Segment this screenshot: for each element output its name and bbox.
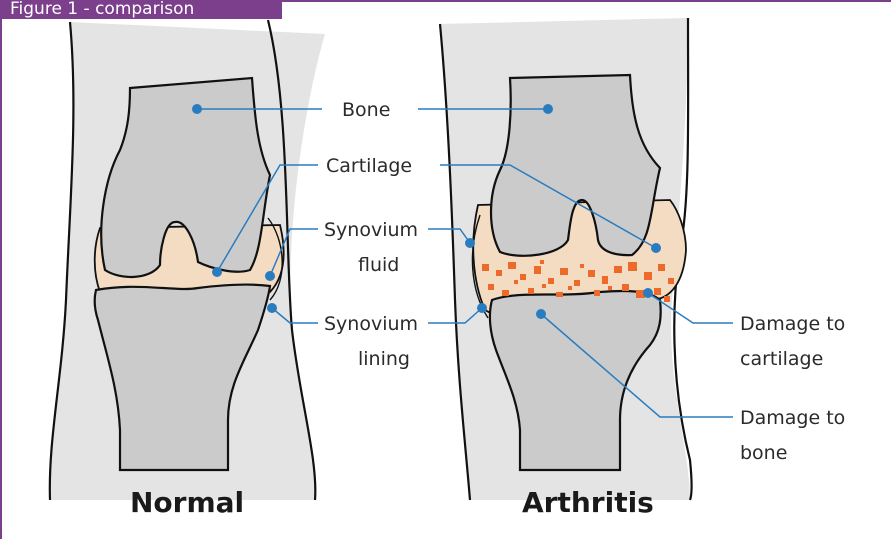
damage-speck (574, 280, 580, 286)
damage-speck (608, 286, 612, 290)
damage-speck (508, 262, 516, 269)
label-synovium-lining-line1: Synovium (324, 313, 418, 335)
damage-speck (568, 286, 572, 290)
pointer-dot (543, 104, 553, 114)
pointer-dot (192, 104, 202, 114)
damage-speck (528, 288, 534, 294)
damage-speck (614, 266, 622, 273)
pointer-dot (643, 288, 653, 298)
label-cartilage: Cartilage (326, 155, 412, 177)
damage-speck (628, 262, 637, 271)
pointer-dot (651, 243, 661, 253)
damage-speck (644, 272, 652, 280)
caption-normal: Normal (130, 486, 244, 519)
caption-arthritis: Arthritis (522, 486, 654, 519)
label-synovium-fluid-line2: fluid (358, 254, 399, 276)
damage-speck (588, 270, 595, 277)
damage-speck (514, 280, 518, 284)
label-synovium-lining-line2: lining (358, 348, 410, 370)
damage-speck (580, 264, 584, 268)
damage-speck (540, 260, 544, 264)
damage-speck (488, 284, 494, 290)
damage-speck (560, 268, 568, 275)
damage-speck (502, 290, 509, 296)
damage-speck (664, 296, 670, 302)
arthritis-knee (440, 18, 692, 500)
damage-speck (542, 284, 546, 288)
label-damage-cartilage-line2: cartilage (740, 348, 823, 370)
damage-speck (496, 270, 502, 276)
label-damage-bone-line2: bone (740, 442, 787, 464)
label-synovium-fluid-line1: Synovium (324, 219, 418, 241)
pointer-dot (212, 267, 222, 277)
damage-speck (622, 284, 629, 291)
damage-speck (534, 266, 541, 274)
damage-speck (520, 274, 526, 280)
damage-speck (548, 278, 554, 284)
pointer-dot (267, 303, 277, 313)
damage-speck (556, 292, 563, 297)
label-damage-bone-line1: Damage to (740, 407, 845, 429)
pointer-dot (536, 309, 546, 319)
pointer-dot (465, 238, 475, 248)
damage-speck (668, 278, 674, 284)
pointer-dot (265, 271, 275, 281)
label-damage-cartilage-line1: Damage to (740, 313, 845, 335)
label-bone: Bone (342, 99, 390, 121)
damage-speck (482, 264, 489, 271)
damage-speck (658, 264, 665, 271)
damage-speck (654, 288, 661, 295)
damage-speck (594, 290, 600, 296)
pointer-dot (477, 303, 487, 313)
damage-speck (602, 276, 608, 284)
normal-knee (50, 20, 325, 500)
